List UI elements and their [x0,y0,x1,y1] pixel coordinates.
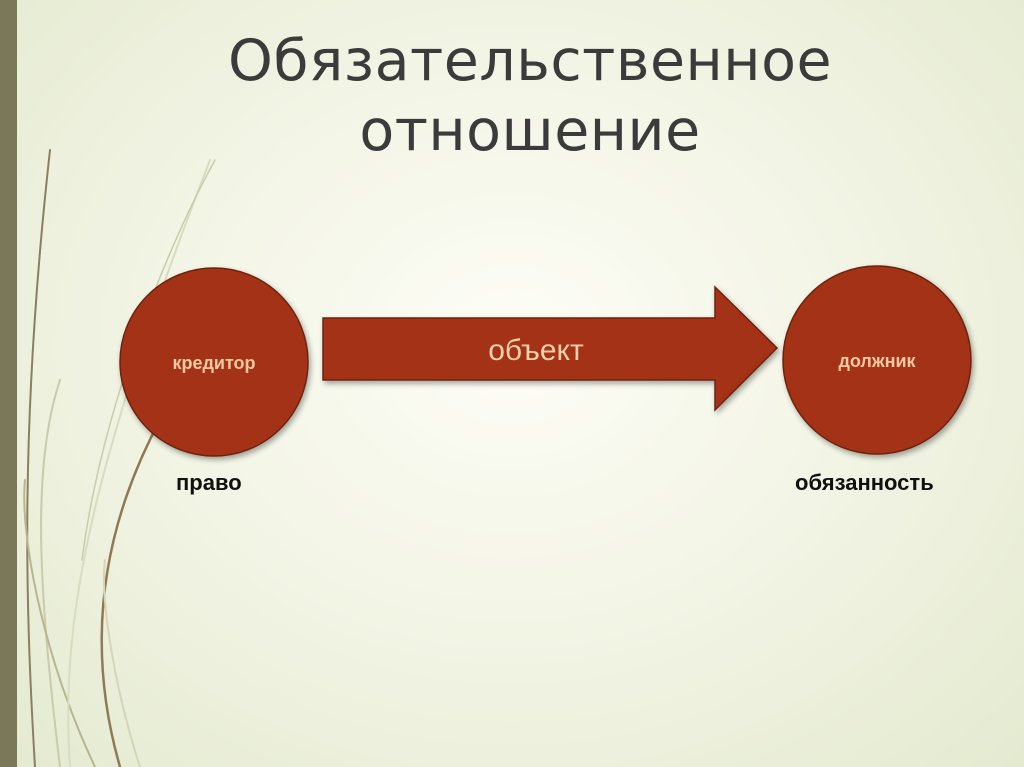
debtor-label: должник [838,351,916,371]
creditor-caption: право [176,470,242,495]
debtor-caption: обязанность [795,470,934,495]
creditor-node [119,267,309,457]
debtor-node [782,265,972,455]
object-arrow [322,285,779,412]
arrow-label-object: объект [488,334,584,367]
creditor-label: кредитор [172,353,255,373]
page-title: Обязательственное отношение [227,28,833,164]
left-accent-bar [0,0,17,767]
